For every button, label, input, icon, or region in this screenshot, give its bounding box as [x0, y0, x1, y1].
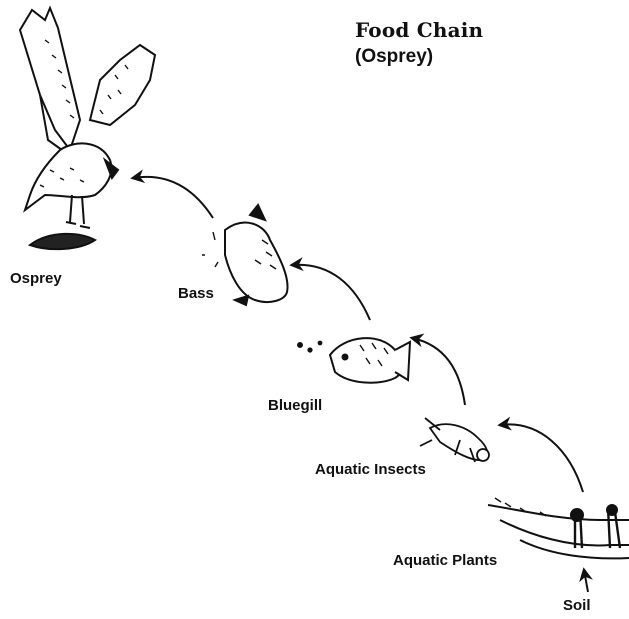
label-osprey: Osprey — [10, 270, 62, 287]
label-aquatic-plants: Aquatic Plants — [393, 552, 497, 569]
label-aquatic-insects: Aquatic Insects — [315, 461, 426, 478]
bluegill-icon — [298, 338, 410, 383]
osprey-icon — [20, 8, 155, 249]
arrow-bluegill-to-bass — [292, 265, 370, 320]
label-soil: Soil — [563, 597, 591, 614]
bass-icon — [202, 205, 288, 305]
arrow-bass-to-osprey — [133, 177, 213, 218]
soil-arrow-icon — [584, 570, 588, 592]
label-bass: Bass — [178, 285, 214, 302]
label-bluegill: Bluegill — [268, 397, 322, 414]
arrow-plants-to-insects — [500, 424, 583, 492]
insect-icon — [420, 418, 489, 462]
arrow-insects-to-bluegill — [412, 338, 465, 405]
plants-icon — [488, 498, 629, 558]
